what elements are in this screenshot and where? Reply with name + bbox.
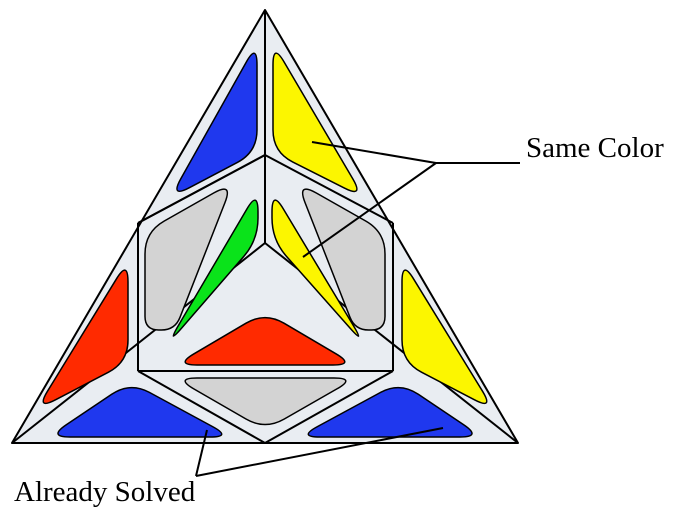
sticker-center-bottom [184,316,346,366]
sticker-mid-left [144,188,229,331]
sticker-bottom-right [307,386,473,438]
pointer-line [195,429,208,477]
stickers [42,52,488,438]
already-solved-label: Already Solved [14,476,196,508]
sticker-mid-center-left [172,199,259,337]
sticker-bottom-left [57,386,223,438]
sticker-mid-center-right [271,199,360,337]
same-color-label: Same Color [526,132,664,164]
sticker-top-right [272,52,358,193]
sticker-top-left [176,52,258,193]
sticker-bottom-center [184,377,347,426]
sticker-left-edge [42,269,129,405]
sticker-mid-right [301,188,386,331]
pointer-lines [195,141,520,477]
grid-seam [137,370,266,444]
grid-seam [264,154,394,224]
pointer-line [311,141,437,164]
pointer-line [302,162,437,258]
grid-seam [264,370,394,444]
sticker-right-edge [401,269,488,405]
pointer-line [195,427,444,477]
grid-seam [137,154,266,224]
